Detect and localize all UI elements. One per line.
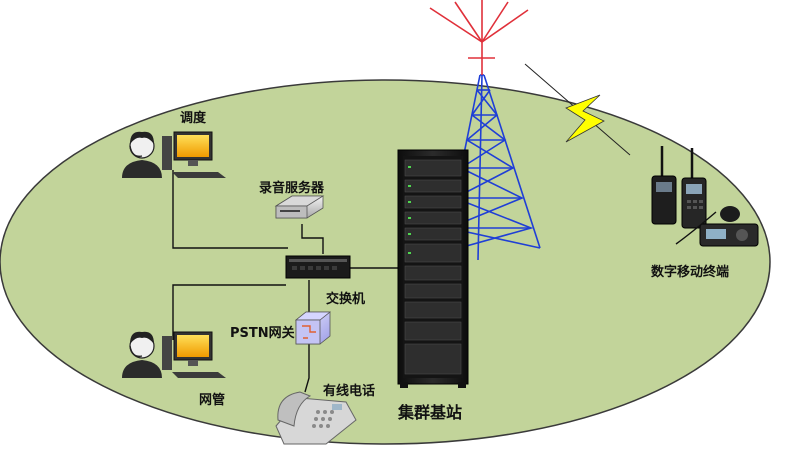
antenna-tower-icon [439, 74, 541, 273]
gateway-icon [294, 311, 332, 345]
operator-headset-computer-icon [122, 331, 226, 378]
handheld-radio-icon [651, 146, 759, 247]
dispatch-label: 调度 [180, 111, 207, 126]
desk-phone-icon [275, 391, 357, 445]
wired-phone-label: 有线电话 [323, 384, 376, 399]
pstn-gateway-label: PSTN网关 [230, 326, 295, 341]
radio-signal-icon [524, 63, 631, 156]
operator-headset-computer-icon [122, 131, 226, 178]
digital-mobile-terminal-label: 数字移动终端 [651, 265, 730, 280]
antenna-icon [429, 0, 529, 75]
link-gateway-phone [304, 342, 310, 393]
link-server-switch [301, 224, 324, 254]
link-dispatch-switch [172, 170, 288, 249]
network-management-label: 网管 [199, 393, 226, 408]
rack-cabinet-icon [397, 149, 469, 388]
trunk-base-station-label: 集群基站 [398, 403, 463, 422]
link-netmgmt-switch [172, 284, 286, 340]
connection-lines [172, 170, 398, 393]
switch-label: 交换机 [326, 292, 366, 307]
recording-server-label: 录音服务器 [259, 181, 325, 196]
server-icon [274, 195, 325, 219]
network-switch-icon [285, 255, 351, 279]
